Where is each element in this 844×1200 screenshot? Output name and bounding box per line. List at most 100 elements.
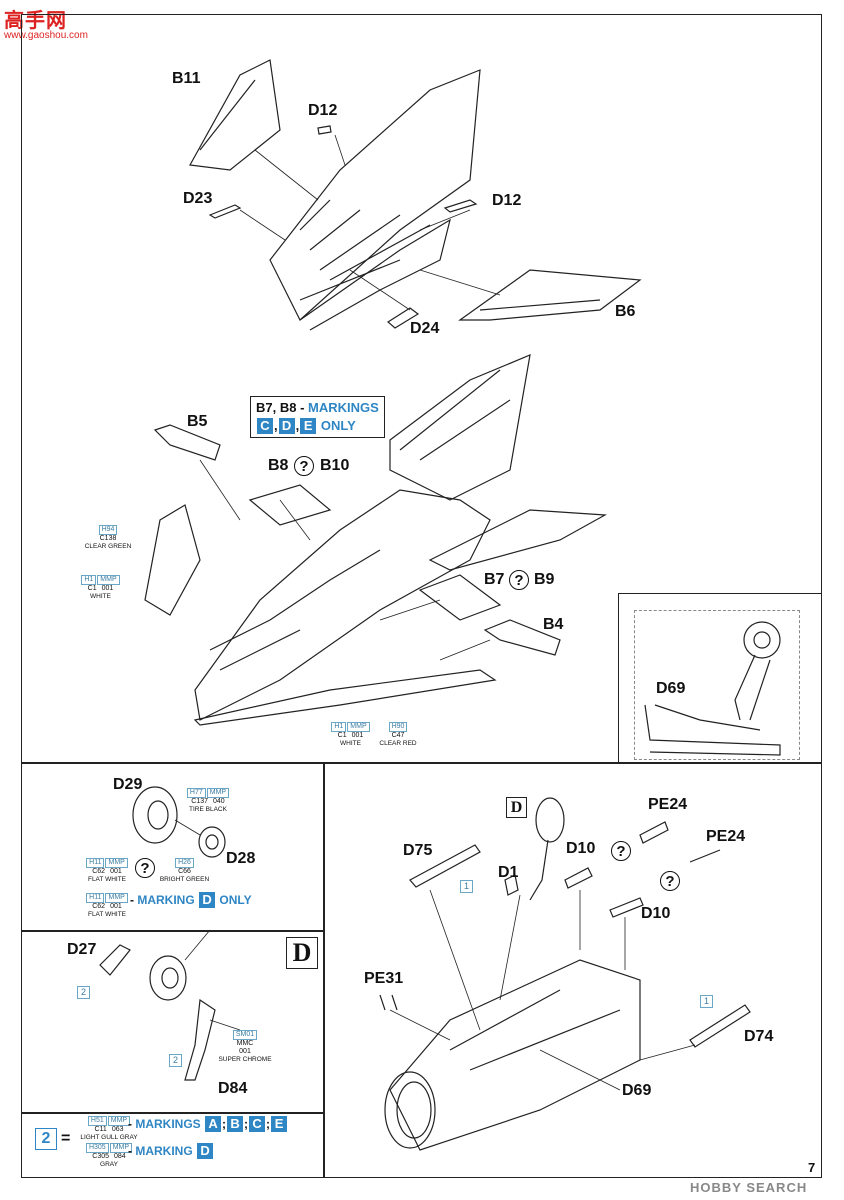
- part-pe24a: [639, 821, 669, 844]
- part-pe24b: [689, 849, 721, 863]
- markings-note-only: ONLY: [320, 418, 356, 433]
- color-clear-red: H90 C47 CLEAR RED: [379, 722, 417, 747]
- label-d27: D27: [67, 941, 97, 958]
- step-number-2-b: 2: [169, 1054, 182, 1067]
- part-b7b9: [418, 574, 502, 621]
- label-b5: B5: [187, 413, 208, 430]
- label-b4: B4: [543, 616, 564, 633]
- tail-middle: [389, 354, 531, 501]
- wing-b6: [458, 269, 642, 321]
- part-d10a: [564, 867, 593, 889]
- marking-letter-d: D: [278, 418, 295, 434]
- legend-equals: =: [61, 1130, 71, 1147]
- leg-d84: [184, 998, 216, 1081]
- step-d-badge: D: [286, 937, 318, 969]
- wheel-d29: [132, 786, 178, 844]
- label-d10-b: D10: [641, 905, 671, 922]
- label-d23: D23: [183, 190, 213, 207]
- part-b4: [483, 619, 561, 656]
- part-d24: [386, 307, 420, 329]
- markings-note-word: MARKINGS: [308, 400, 379, 415]
- label-pe24-b: PE24: [706, 828, 746, 845]
- divider-vertical: [323, 762, 325, 1178]
- question-icon-b7b9: ?: [509, 570, 529, 590]
- wing-right-middle: [428, 509, 608, 571]
- divider-horizontal: [21, 762, 822, 764]
- inset-d-badge: D: [506, 797, 527, 818]
- color-super-chrome: SM01 MMC 001 SUPER CHROME: [218, 1030, 272, 1063]
- label-d74: D74: [744, 1028, 774, 1045]
- label-d12-top: D12: [308, 102, 338, 119]
- label-pe31: PE31: [364, 970, 404, 987]
- color-bright-green: H26 C66 BRIGHT GREEN: [159, 858, 210, 883]
- watermark-url: www.gaoshou.com: [4, 30, 88, 41]
- label-d1: D1: [498, 864, 519, 881]
- label-d24: D24: [410, 320, 440, 337]
- part-d74: [689, 1004, 751, 1048]
- watermark-logo: 高手网 www.gaoshou.com: [4, 4, 88, 41]
- step-number-1-a: 1: [460, 880, 473, 893]
- wheel-d27: [149, 955, 187, 1001]
- marking-letter-c: C: [257, 418, 273, 434]
- label-b9: B9: [534, 571, 555, 588]
- hub-d28: [198, 826, 226, 858]
- marking-d-only-note: - MARKING D ONLY: [130, 892, 252, 908]
- fuselage-rear-top: [269, 69, 481, 321]
- part-d23: [208, 204, 242, 219]
- marking-letter-e: E: [300, 418, 317, 434]
- nose-fuselage: [389, 959, 641, 1151]
- legend-number-2: 2: [35, 1128, 57, 1150]
- label-d69-main: D69: [622, 1082, 652, 1099]
- label-d75: D75: [403, 842, 433, 859]
- label-d84: D84: [218, 1080, 248, 1097]
- step-number-1-b: 1: [700, 995, 713, 1008]
- legend-row-1: - MARKINGS A;B;C;E: [128, 1116, 288, 1132]
- label-d29: D29: [113, 776, 143, 793]
- part-d75: [409, 844, 481, 888]
- label-d10-a: D10: [566, 840, 596, 857]
- fuselage-rear-lower: [299, 218, 451, 331]
- inset-gear: [644, 704, 781, 756]
- label-b6: B6: [615, 303, 636, 320]
- label-d28: D28: [226, 850, 256, 867]
- part-pe31: [379, 994, 398, 1011]
- part-d12-top: [317, 125, 332, 135]
- color-clear-green: H94 C138 CLEAR GREEN: [84, 525, 132, 550]
- label-b11: B11: [172, 70, 201, 87]
- question-icon-b8b10: ?: [294, 456, 314, 476]
- watermark-title: 高手网: [4, 10, 67, 32]
- label-d69-inset: D69: [656, 680, 686, 697]
- wing-lower-middle: [193, 669, 497, 726]
- markings-note: B7, B8 - MARKINGS C,D,E ONLY: [250, 396, 385, 438]
- arm-d27: [99, 944, 131, 976]
- label-b8: B8: [268, 457, 289, 474]
- wheel-d-main: [535, 797, 565, 843]
- hobby-search-watermark: HOBBY SEARCH: [690, 1180, 808, 1195]
- inset-box: [618, 593, 822, 763]
- page-number: 7: [808, 1160, 816, 1175]
- part-d1: [504, 874, 519, 896]
- label-d12-mid: D12: [492, 192, 522, 209]
- intake: [384, 1071, 436, 1149]
- part-b8b10: [248, 484, 332, 526]
- fuselage-main: [194, 489, 491, 721]
- tail-fin-b11: [189, 59, 281, 171]
- label-b7: B7: [484, 571, 505, 588]
- question-icon-wheel: ?: [135, 858, 155, 878]
- legend-row-2: - MARKING D: [128, 1143, 214, 1159]
- part-b5: [153, 424, 221, 461]
- part-d12-mid: [443, 199, 478, 213]
- label-pe24-a: PE24: [648, 796, 688, 813]
- question-icon-d10: ?: [611, 841, 631, 861]
- markings-note-prefix: B7, B8 -: [256, 400, 305, 415]
- divider-left-step: [21, 930, 323, 932]
- divider-legend: [21, 1112, 323, 1114]
- inset-inner: [634, 610, 800, 760]
- wing-left-middle: [144, 504, 201, 616]
